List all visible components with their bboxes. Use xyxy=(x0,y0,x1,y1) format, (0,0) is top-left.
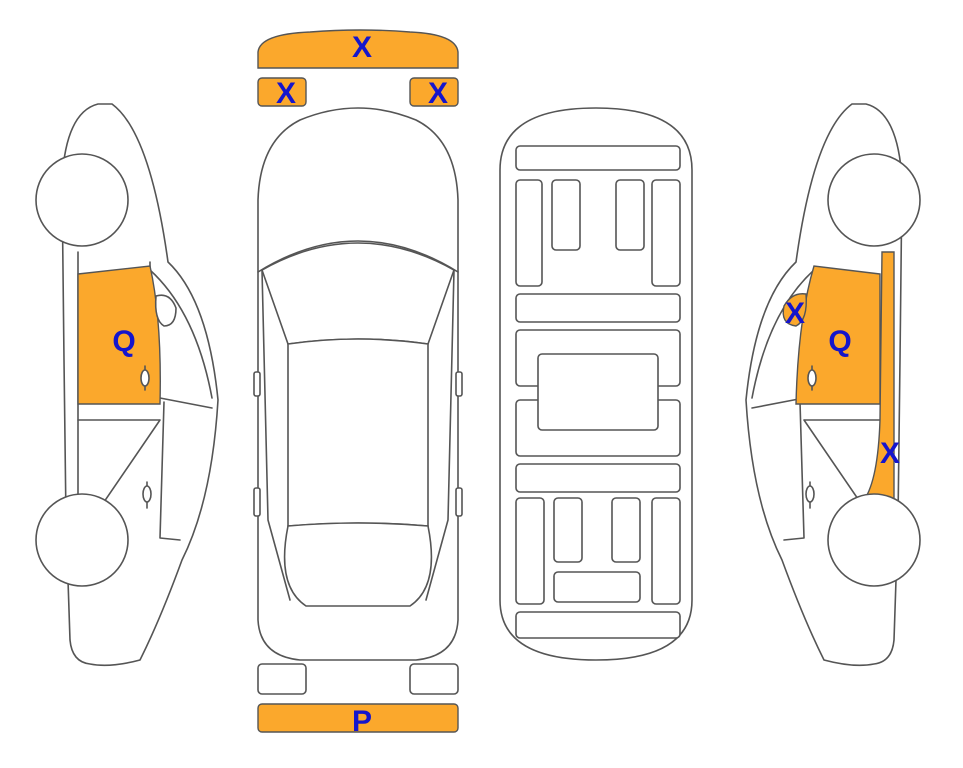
underbody-panel xyxy=(553,497,583,563)
top-view-left-pillar xyxy=(261,269,291,601)
left-side-windshield xyxy=(149,269,213,399)
right-front-door-marker: Q xyxy=(828,325,851,358)
right-mirror-damage xyxy=(782,293,807,327)
rear-left-light xyxy=(257,663,307,695)
damage-labels: X X X Q Q X X P xyxy=(112,31,900,738)
left-front-door-marker: Q xyxy=(112,325,135,358)
left-side-view xyxy=(35,103,219,667)
top-view-left-handle xyxy=(253,487,261,517)
right-front-door-handle xyxy=(807,365,817,391)
left-side-window-line xyxy=(159,397,213,541)
underbody-panel xyxy=(515,463,681,493)
front-bumper-marker: X xyxy=(352,31,372,64)
top-view-right-mirror xyxy=(455,371,463,397)
underbody-panel xyxy=(615,179,645,251)
front-left-light-damage xyxy=(257,77,307,107)
underbody-panel xyxy=(651,497,681,605)
left-rear-wheel xyxy=(35,493,129,587)
top-view-right-pillar xyxy=(425,269,455,601)
top-view-rear-window xyxy=(283,522,433,607)
underbody-panel xyxy=(515,179,543,287)
right-front-wheel xyxy=(827,153,921,247)
underbody-panel xyxy=(515,293,681,323)
left-front-door-damage xyxy=(77,265,161,405)
top-view-windshield xyxy=(261,242,455,345)
front-left-light-marker: X xyxy=(276,77,296,110)
right-side-view xyxy=(745,103,921,667)
left-rear-door-handle xyxy=(142,481,152,509)
rear-bumper-damage xyxy=(257,703,459,733)
underbody-center-panel xyxy=(537,353,659,431)
front-bumper-damage xyxy=(257,29,459,69)
right-side-windshield xyxy=(751,269,815,399)
right-mirror-marker: X xyxy=(785,297,805,330)
right-front-door-damage xyxy=(795,265,881,405)
front-right-light-marker: X xyxy=(428,77,448,110)
underbody-panel xyxy=(515,611,681,639)
top-view-hood-line xyxy=(257,240,459,273)
right-b-pillar-marker: X xyxy=(880,437,900,470)
underbody-panel xyxy=(515,145,681,171)
underbody-panel xyxy=(515,497,545,605)
top-view xyxy=(253,29,463,733)
top-view-left-mirror xyxy=(253,371,261,397)
underbody-view xyxy=(499,107,693,661)
right-rear-door-handle xyxy=(805,481,815,509)
underbody-panel xyxy=(551,179,581,251)
underbody-panel xyxy=(651,179,681,287)
front-right-light-damage xyxy=(409,77,459,107)
top-view-right-handle xyxy=(455,487,463,517)
underbody-panel xyxy=(611,497,641,563)
underbody-panel xyxy=(553,571,641,603)
left-front-wheel xyxy=(35,153,129,247)
left-front-door-handle xyxy=(140,365,150,391)
left-mirror xyxy=(154,294,177,327)
right-rear-wheel xyxy=(827,493,921,587)
top-view-roof xyxy=(287,338,429,527)
rear-right-light xyxy=(409,663,459,695)
right-side-window-line xyxy=(751,397,805,541)
rear-bumper-marker: P xyxy=(352,705,372,738)
